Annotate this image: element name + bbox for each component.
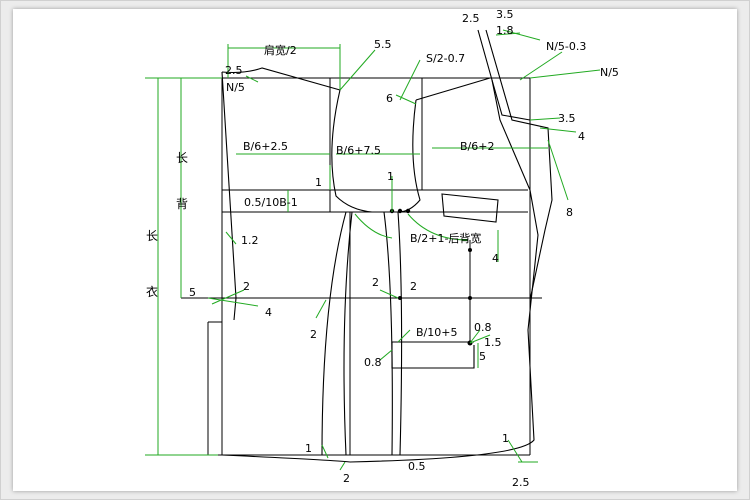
label-chang-lower: 长 [146,229,158,243]
label-1-2: 1.2 [241,234,259,247]
dot [468,248,472,252]
leader-1-bl [321,444,329,459]
dot [397,208,403,214]
label-b6-2-5: B/6+2.5 [243,140,288,153]
label-1-bottom-left: 1 [305,442,312,455]
leader-6 [395,94,417,105]
label-4-left: 4 [265,306,272,319]
leader-08-a [469,329,481,344]
leader-35-right [529,117,561,121]
leader-18 [495,32,521,36]
leader-4-left [207,297,259,307]
label-2-d: 2 [410,280,417,293]
label-2-c: 2 [310,328,317,341]
back-side-seam [321,211,347,456]
back-armhole [331,89,373,213]
side-panel-front-2 [397,211,403,456]
label-top-2-5: 2.5 [462,12,480,25]
label-2-5-left: 2.5 [225,64,243,77]
leader-8 [547,139,569,201]
label-5-left: 5 [189,286,196,299]
front-shoulder [415,77,491,101]
label-2-b: 2 [372,276,379,289]
label-4-right: 4 [578,130,585,143]
leader-15 [469,334,491,344]
label-4-mid: 4 [492,252,499,265]
collar-notch [491,79,531,121]
labels: 肩宽/2 5.5 2.5 N/5 S/2-0.7 6 2.5 3.5 1.8 N… [146,8,619,489]
construction-lines [181,77,542,456]
dot [468,296,472,300]
label-1-b: 1 [387,170,394,183]
label-s2: S/2-0.7 [426,52,465,65]
back-center-seam [221,71,237,321]
leader-2-side [315,299,327,319]
dimension-lines [145,29,601,471]
lapel-edge [485,29,553,301]
front-armhole [397,99,421,213]
construction-dots [389,208,473,346]
leader-1-br [507,439,523,463]
label-8: 8 [566,206,573,219]
leader-08-b [379,349,393,361]
leader-s2 [399,59,421,101]
leader-35 [502,29,541,41]
label-1-5: 1.5 [484,336,502,349]
label-1-a: 1 [315,176,322,189]
leader-n5 [245,75,259,83]
armhole-arc [354,213,393,239]
label-chang-upper: 长 [176,151,188,165]
label-b2-back: B/2+1-后背宽 [410,231,481,245]
leader-b10 [397,329,411,343]
label-1-bottom-right: 1 [502,432,509,445]
label-n5-0-3: N/5-0.3 [546,40,586,53]
label-b10-5: B/10+5 [416,326,457,339]
label-2-a: 2 [243,280,250,293]
leader-2-mid [379,289,399,299]
label-b6-2: B/6+2 [460,140,494,153]
leader-12 [225,231,237,245]
leader-2-left [211,289,245,305]
label-top-3-5: 3.5 [496,8,514,21]
back-neck-shoulder [221,67,341,91]
label-5-5: 5.5 [374,38,392,51]
label-yi: 衣 [146,284,158,299]
leader-2-bottom [339,461,346,471]
label-2-5-bottom: 2.5 [512,476,530,489]
label-6: 6 [386,92,393,105]
label-top-1-8: 1.8 [496,24,514,37]
side-panel-front [383,211,393,456]
side-panel-back [343,211,353,456]
label-3-5-right: 3.5 [558,112,576,125]
pattern-outlines [221,29,553,463]
label-2-bottom: 2 [343,472,350,485]
label-shoulder-width: 肩宽/2 [264,43,297,57]
leader-4-right [539,127,577,133]
label-b6-7-5: B/6+7.5 [336,144,381,157]
front-edge [349,29,539,463]
label-n5-left: N/5 [226,81,245,94]
label-n5-right: N/5 [600,66,619,79]
front-arc [407,213,469,241]
dot [405,208,411,214]
chest-pocket [441,193,499,223]
leader-n503 [519,51,563,81]
leader-55 [339,49,376,91]
label-0-5-bottom: 0.5 [408,460,426,473]
lower-pocket [391,341,475,369]
label-0-8-a: 0.8 [474,321,492,334]
leader-n5-right [529,69,601,79]
label-5-pocket: 5 [479,350,486,363]
label-b10-1: 0.5/10B-1 [244,196,298,209]
dot [398,296,402,300]
label-bei: 背 [176,197,188,211]
back-hem [221,454,351,463]
label-0-8-b: 0.8 [364,356,382,369]
drawing-paper [13,9,737,491]
